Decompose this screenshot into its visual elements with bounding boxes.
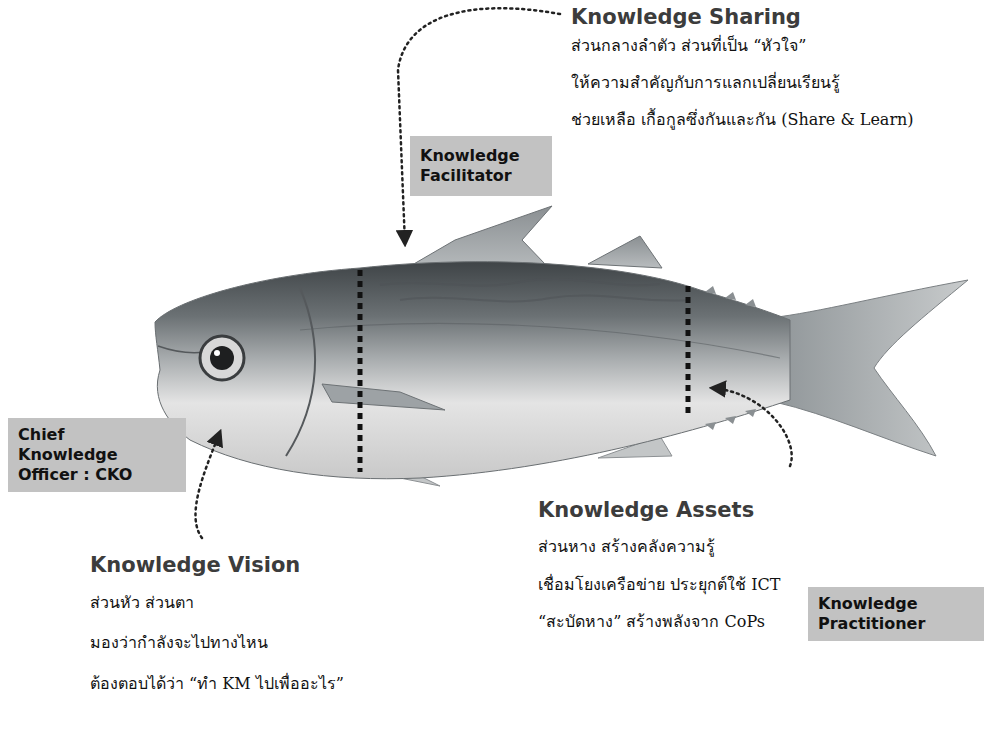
fish-body bbox=[155, 262, 790, 479]
section-note: “สะบัดหาง” สร้างพลังจาก CoPs bbox=[538, 610, 765, 634]
role-box: Knowledge Practitioner bbox=[808, 587, 984, 641]
role-name: Chief Knowledge Officer : CKO bbox=[18, 425, 168, 485]
section-divider bbox=[686, 286, 691, 416]
section-note: มองว่ากำลังจะไปทางไหน bbox=[90, 631, 268, 655]
section-note: ส่วนกลางลำตัว ส่วนที่เป็น “หัวใจ” bbox=[571, 34, 807, 58]
fish-mouth bbox=[158, 346, 205, 353]
section-heading: Knowledge Sharing bbox=[571, 4, 801, 30]
section-heading: Knowledge Assets bbox=[538, 497, 754, 523]
section-note: เชื่อมโยงเครือข่าย ประยุกต์ใช้ ICT bbox=[538, 573, 780, 597]
section-heading: Knowledge Vision bbox=[90, 552, 300, 578]
section-note: ต้องตอบได้ว่า “ทำ KM ไปเพื่ออะไร” bbox=[90, 672, 344, 696]
leader-arrow bbox=[195, 432, 220, 538]
leader-arrow bbox=[398, 8, 560, 244]
fish-lateral-line bbox=[300, 323, 780, 358]
fish-eye-glint bbox=[214, 350, 220, 356]
leader-arrow bbox=[712, 388, 792, 466]
role-box: Knowledge Facilitator bbox=[410, 136, 552, 196]
role-name: Knowledge Facilitator bbox=[420, 146, 540, 186]
section-note: ส่วนหัว ส่วนตา bbox=[90, 591, 194, 615]
section-divider bbox=[358, 270, 363, 472]
section-note: ช่วยเหลือ เกื้อกูลซึ่งกันและกัน (Share &… bbox=[571, 108, 914, 132]
fish-back-stripes bbox=[380, 279, 690, 301]
fish-pectoral-fin bbox=[322, 384, 445, 410]
role-name: Knowledge Practitioner bbox=[818, 594, 958, 634]
fish-pupil bbox=[210, 346, 234, 370]
fish-tail bbox=[770, 280, 968, 456]
section-note: ให้ความสำคัญกับการแลกเปลี่ยนเรียนรู้ bbox=[571, 71, 840, 95]
fish-eye bbox=[200, 336, 244, 380]
role-box: Chief Knowledge Officer : CKO bbox=[8, 418, 186, 492]
fish-dorsal-fin bbox=[588, 236, 662, 268]
fish-finlets bbox=[705, 286, 756, 430]
section-note: ส่วนหาง สร้างคลังความรู้ bbox=[538, 535, 715, 559]
fish-gill-cover bbox=[286, 288, 315, 456]
